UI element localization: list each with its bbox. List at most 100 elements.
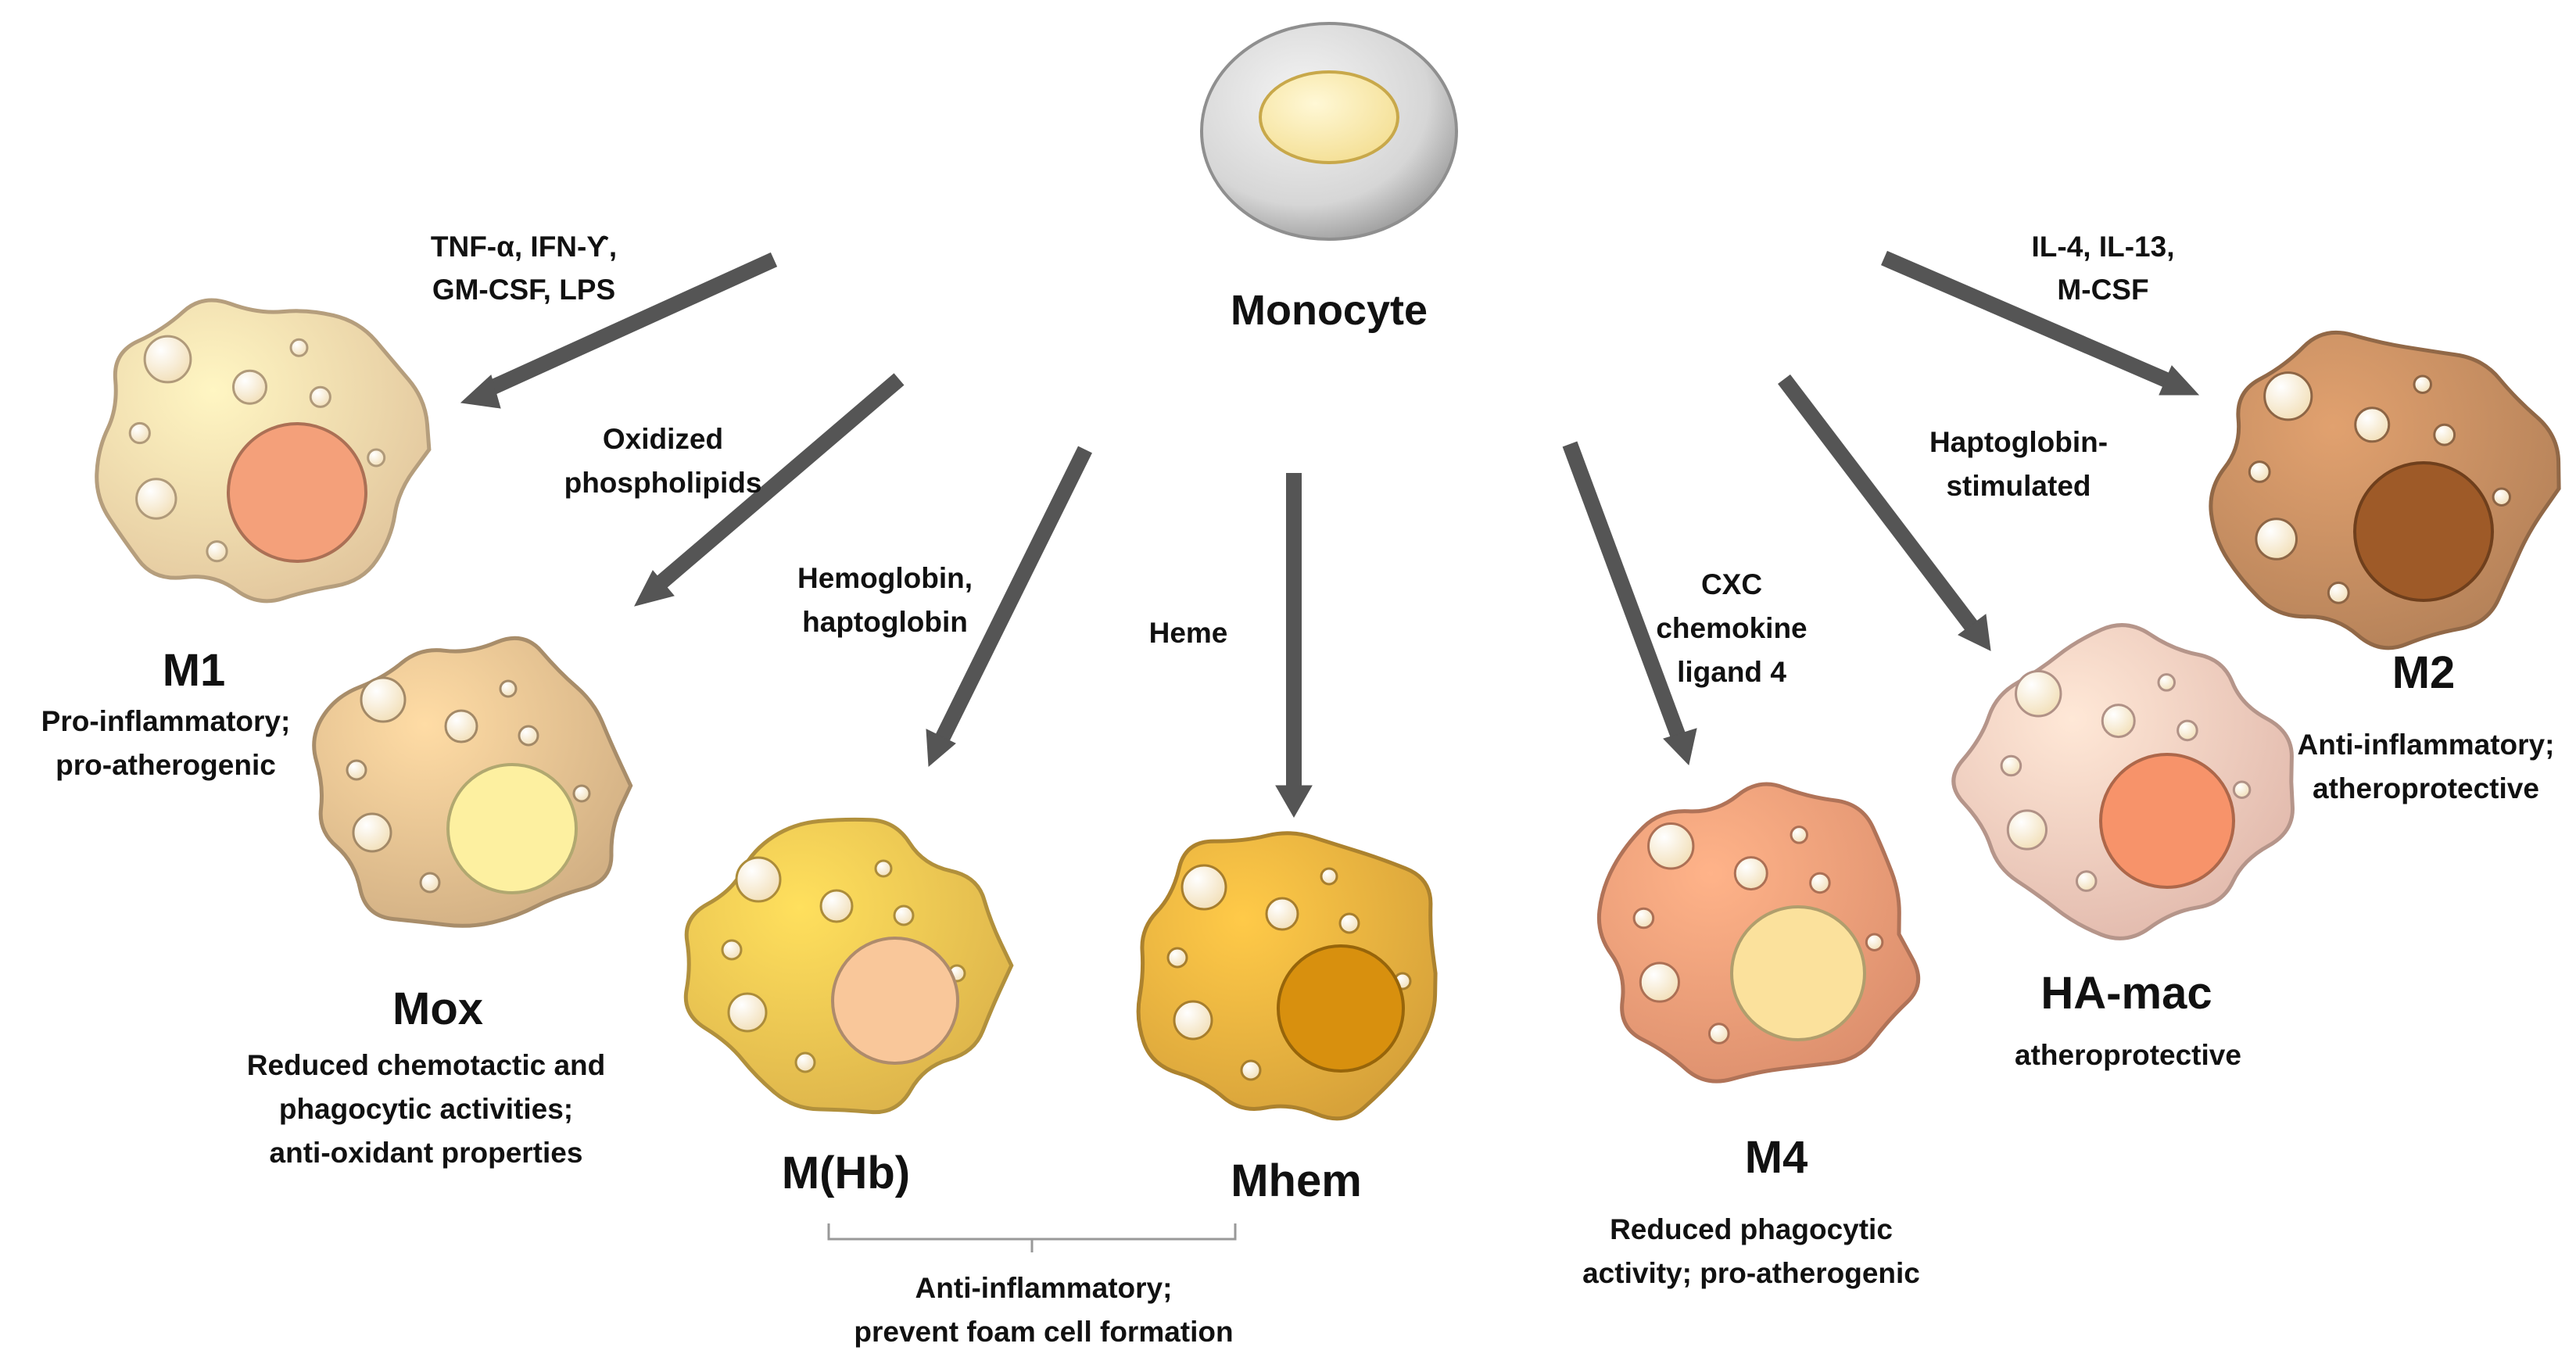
cell-m1 bbox=[95, 298, 432, 604]
shared-note: Anti-inflammatory;prevent foam cell form… bbox=[854, 1272, 1233, 1348]
vacuole bbox=[1639, 962, 1680, 1003]
cell-desc-hamac: atheroprotective bbox=[2015, 1039, 2241, 1071]
cell-name-m1: M1 bbox=[163, 645, 226, 696]
vacuole bbox=[819, 889, 854, 923]
cell-hamac bbox=[1951, 623, 2295, 940]
nucleus-mhb bbox=[831, 937, 959, 1065]
vacuole bbox=[1338, 912, 1360, 934]
stimulus-mhem: Heme bbox=[1149, 617, 1228, 649]
vacuole bbox=[874, 859, 893, 878]
vacuole bbox=[419, 872, 441, 894]
vacuole bbox=[1320, 867, 1338, 886]
vacuole bbox=[2492, 487, 2512, 507]
vacuole bbox=[2177, 719, 2198, 742]
vacuole bbox=[309, 385, 331, 408]
vacuole bbox=[2327, 581, 2350, 604]
monocyte-cell bbox=[1200, 22, 1458, 241]
arrow-to-m4 bbox=[1562, 441, 1697, 766]
vacuole bbox=[1865, 933, 1884, 951]
vacuole bbox=[2433, 423, 2456, 446]
vacuole bbox=[232, 369, 267, 405]
cell-name-mox: Mox bbox=[392, 983, 483, 1034]
vacuole bbox=[893, 905, 915, 926]
vacuole bbox=[1173, 1000, 1213, 1041]
vacuole bbox=[1790, 826, 1808, 844]
cell-mhb bbox=[683, 817, 1014, 1115]
cell-desc-m2: Anti-inflammatory;atheroprotective bbox=[2298, 729, 2555, 804]
vacuole bbox=[2075, 870, 2098, 892]
nucleus-mox bbox=[446, 763, 578, 894]
vacuole bbox=[346, 759, 367, 781]
vacuole bbox=[1647, 822, 1695, 870]
cell-name-mhem: Mhem bbox=[1231, 1155, 1362, 1206]
arrow-to-m2 bbox=[1881, 250, 2200, 396]
vacuole bbox=[2263, 371, 2313, 421]
vacuole bbox=[1809, 872, 1831, 894]
vacuole bbox=[721, 939, 743, 961]
vacuole bbox=[143, 335, 192, 384]
vacuole bbox=[2157, 673, 2176, 692]
cell-name-m2: M2 bbox=[2392, 647, 2456, 698]
vacuole bbox=[1265, 897, 1299, 931]
arrow-to-mox bbox=[634, 373, 905, 607]
vacuole bbox=[2413, 374, 2432, 394]
cell-name-m4: M4 bbox=[1745, 1132, 1808, 1183]
vacuole bbox=[2232, 780, 2252, 799]
nucleus-m1 bbox=[227, 422, 367, 563]
vacuole bbox=[2006, 809, 2048, 851]
vacuole bbox=[735, 856, 782, 903]
vacuole bbox=[2000, 754, 2022, 777]
stimulus-m1: TNF-α, IFN-ϒ,GM-CSF, LPS bbox=[431, 231, 617, 306]
vacuole bbox=[2354, 407, 2391, 443]
cell-desc-m1: Pro-inflammatory;pro-atherogenic bbox=[41, 705, 291, 781]
macrophage-cells bbox=[95, 298, 2561, 1121]
cell-mhem bbox=[1136, 831, 1438, 1121]
vacuole bbox=[128, 421, 151, 445]
cell-name-mhb: M(Hb) bbox=[782, 1148, 910, 1198]
vacuole bbox=[794, 1051, 816, 1073]
arrow-to-mhb bbox=[926, 446, 1092, 768]
cell-mox bbox=[312, 636, 633, 928]
arrows bbox=[460, 250, 2200, 819]
nucleus-m2 bbox=[2353, 461, 2494, 602]
vacuole bbox=[2248, 460, 2271, 483]
monocyte-label: Monocyte bbox=[1231, 287, 1428, 334]
vacuole bbox=[1166, 947, 1188, 969]
shared-bracket bbox=[827, 1223, 1237, 1252]
nucleus-mhem bbox=[1277, 944, 1405, 1073]
vacuole bbox=[2101, 704, 2136, 739]
vacuole bbox=[1181, 864, 1227, 911]
vacuole bbox=[206, 540, 228, 563]
stimulus-m2: IL-4, IL-13,M-CSF bbox=[2032, 231, 2175, 306]
arrow-to-mhem bbox=[1275, 473, 1313, 819]
vacuole bbox=[2255, 518, 2298, 561]
vacuole bbox=[360, 676, 407, 723]
nucleus-hamac bbox=[2099, 753, 2235, 889]
stimulus-hamac: Haptoglobin-stimulated bbox=[1929, 426, 2108, 502]
vacuole bbox=[352, 812, 392, 853]
vacuole bbox=[499, 679, 518, 698]
vacuole bbox=[289, 338, 309, 357]
arrow-to-hamac bbox=[1778, 374, 1991, 651]
vacuole bbox=[2015, 670, 2062, 718]
vacuole bbox=[727, 992, 768, 1033]
cell-m2 bbox=[2209, 330, 2561, 650]
cell-name-hamac: HA-mac bbox=[2040, 968, 2212, 1019]
nucleus-m4 bbox=[1730, 905, 1866, 1041]
vacuole bbox=[1240, 1059, 1262, 1081]
vacuole bbox=[1733, 856, 1768, 891]
vacuole bbox=[444, 709, 478, 743]
stimulus-mhb: Hemoglobin,haptoglobin bbox=[797, 562, 973, 638]
arrow-to-m1 bbox=[460, 252, 778, 409]
vacuole bbox=[367, 448, 386, 467]
vacuole bbox=[1632, 907, 1655, 930]
vacuole bbox=[518, 725, 539, 747]
vacuole bbox=[1707, 1023, 1730, 1044]
cell-m4 bbox=[1596, 782, 1921, 1084]
vacuole bbox=[135, 478, 177, 520]
